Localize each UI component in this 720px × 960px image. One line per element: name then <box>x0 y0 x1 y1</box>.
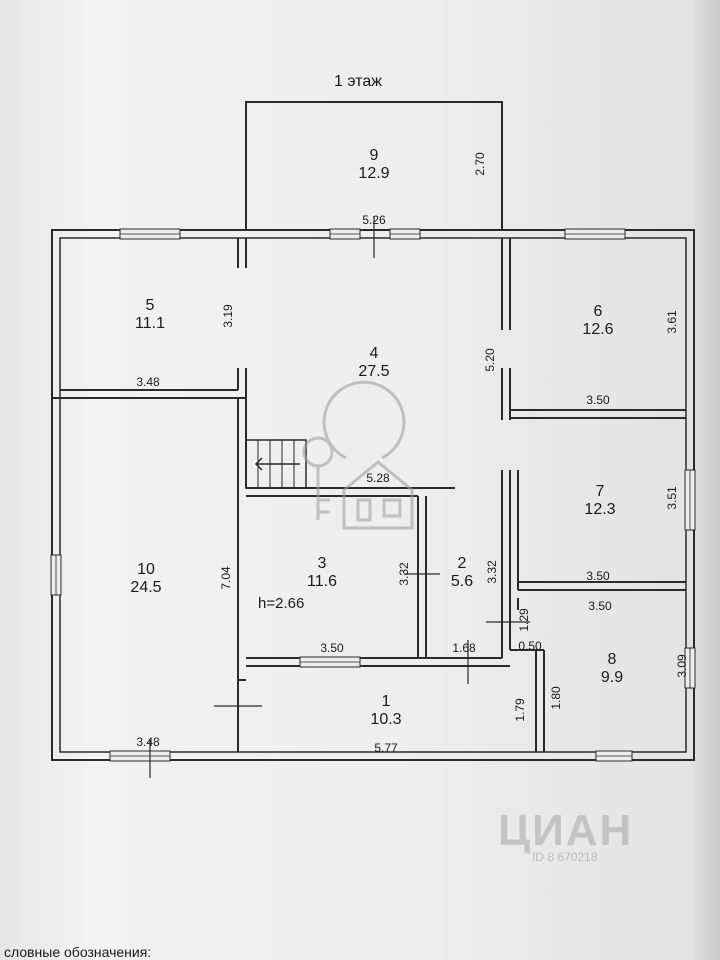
dim-168: 1.68 <box>452 641 476 655</box>
watermark-id: ID 8 670218 <box>532 850 598 864</box>
dim-526: 5.26 <box>362 213 386 227</box>
wall-3-2-bottom <box>246 657 510 667</box>
wall-room2-right <box>501 470 511 658</box>
room-10-area: 24.5 <box>130 579 162 596</box>
room-8-number: 8 <box>607 651 617 668</box>
dim-050: 0.50 <box>518 639 542 653</box>
dim-room6-horizontal: 3.50 <box>586 393 610 407</box>
dim-room3-horizontal: 3.50 <box>320 641 344 655</box>
wall-10-right <box>237 398 247 752</box>
wall-room6-bottom <box>510 409 686 419</box>
floor-title: 1 этаж <box>334 73 382 90</box>
room-3-number: 3 <box>317 555 327 572</box>
room-9-area: 12.9 <box>358 165 390 182</box>
wall-room7-left <box>509 470 519 600</box>
dim-129: 1.29 <box>517 608 531 632</box>
ceiling-height-note: h=2.66 <box>258 595 305 612</box>
watermark-logo-icon <box>302 380 414 530</box>
stairs-arrow <box>254 457 300 471</box>
room-4-number: 4 <box>369 345 379 362</box>
legend-heading: словные обозначения: <box>4 944 152 960</box>
wall-room5-bottom <box>60 389 246 399</box>
dim-room5-vertical: 3.19 <box>221 304 235 328</box>
window-lines-bottom <box>110 661 632 757</box>
wall-3-2-divider <box>417 496 427 658</box>
room-8-area: 9.9 <box>600 669 624 686</box>
room-3-area: 11.6 <box>307 573 337 590</box>
wall-room7-bottom <box>518 581 686 591</box>
dim-room7-vertical: 3.51 <box>665 486 679 510</box>
wall-4-6-lower <box>501 368 511 420</box>
room-5-number: 5 <box>145 297 155 314</box>
dim-528: 5.28 <box>366 471 390 485</box>
room-9-outline <box>245 101 503 230</box>
wall-room8-left-bottom <box>535 650 545 752</box>
room-2-number: 2 <box>457 555 467 572</box>
wall-3-2-top <box>246 487 455 497</box>
dim-room7-horizontal: 3.50 <box>586 569 610 583</box>
dim-room10-vertical: 7.04 <box>219 566 233 590</box>
room-7-number: 7 <box>595 483 605 500</box>
wall-5-4-upper <box>237 238 247 268</box>
dim-180: 1.80 <box>549 686 563 710</box>
window-lines-side <box>55 470 691 688</box>
wall-4-6-upper <box>501 238 511 330</box>
room-6-area: 12.6 <box>582 321 614 338</box>
wall-room8-left-top <box>509 598 519 650</box>
room-6-number: 6 <box>593 303 603 320</box>
wall-5-4-lower <box>237 368 247 398</box>
dim-room2-vertical: 3.32 <box>485 560 499 584</box>
dim-room9-vertical: 2.70 <box>473 152 487 176</box>
dim-room5-horizontal: 3.48 <box>136 375 160 389</box>
room-7-area: 12.3 <box>584 501 616 518</box>
dim-room10-horizontal: 3.48 <box>136 735 160 749</box>
room-1-area: 10.3 <box>370 711 402 728</box>
dim-577: 5.77 <box>374 741 398 755</box>
room-2-area: 5.6 <box>450 573 474 590</box>
dim-room3-vertical: 3.32 <box>397 562 411 586</box>
room-5-area: 11.1 <box>135 315 165 332</box>
dim-179: 1.79 <box>513 698 527 722</box>
room-9-number: 9 <box>369 147 379 164</box>
watermark-brand: ЦИАН <box>498 806 634 855</box>
dim-room8-top: 3.50 <box>588 599 612 613</box>
room-1-number: 1 <box>381 693 391 710</box>
room-4-area: 27.5 <box>358 363 390 380</box>
room-10-number: 10 <box>137 561 155 578</box>
door-tick-room10 <box>149 705 262 778</box>
dim-room4-vertical: 5.20 <box>483 348 497 372</box>
dim-room6-vertical: 3.61 <box>665 310 679 334</box>
dim-room8-vertical: 3.09 <box>675 654 689 678</box>
